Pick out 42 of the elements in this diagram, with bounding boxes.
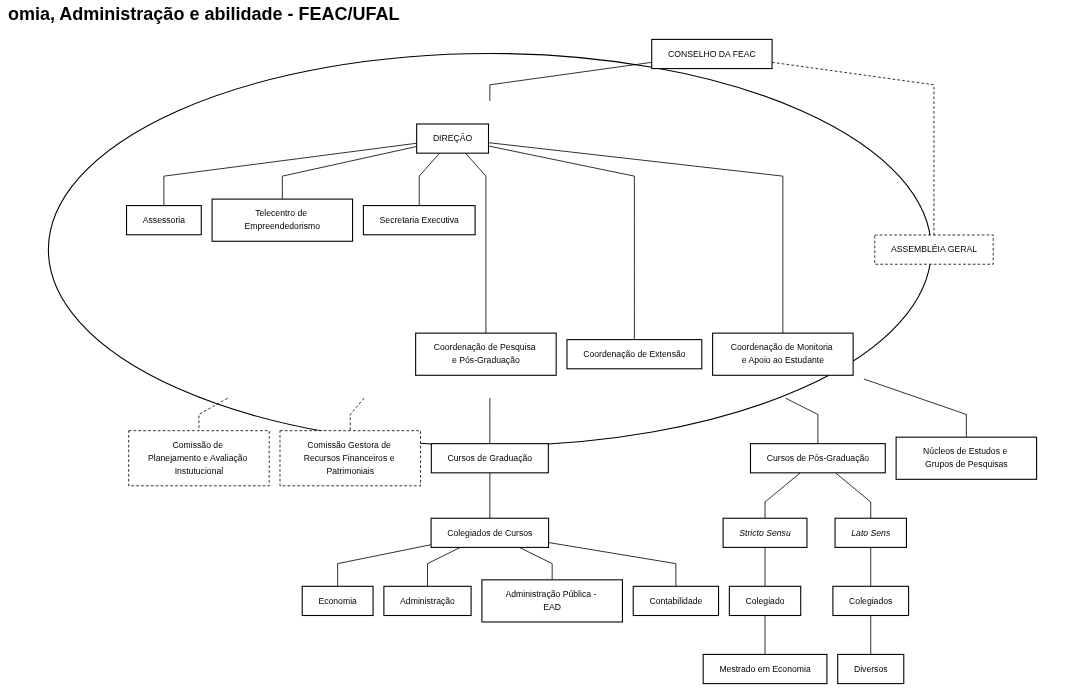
node-box: Assessoria: [126, 205, 202, 236]
diagram-title: omia, Administração e abilidade - FEAC/UFAL: [8, 4, 400, 25]
connector: [488, 145, 635, 340]
node-box: Administração: [383, 585, 472, 617]
connector: [863, 378, 967, 438]
node-box: Coordenação de Monitoria e Apoio ao Estudante: [712, 332, 854, 376]
node-box: Comissão de Planejamento e Avaliação Instutucional: [128, 430, 270, 487]
connector: [337, 544, 432, 587]
connector: [349, 397, 365, 432]
node-box: Coordenação de Extensão: [566, 339, 703, 370]
connector: [764, 615, 766, 655]
node-box: Diversos: [837, 653, 905, 685]
connector: [489, 397, 491, 445]
node-box: Contabilidade: [632, 585, 720, 617]
node-box: Comissão Gestora de Recursos Financeiros e Patrimoniais: [279, 430, 421, 487]
node-box: ASSEMBLÉIA GERAL: [874, 234, 994, 265]
connector: [764, 472, 801, 519]
connector: [764, 547, 766, 587]
node-box: Secretaria Executiva: [362, 205, 476, 236]
node-box: Economia: [301, 585, 374, 617]
node-box: Núcleos de Estudos e Grupos de Pesquisas: [895, 436, 1038, 480]
connector: [489, 472, 491, 519]
connector: [465, 152, 487, 334]
node-box: Cursos de Graduação: [430, 443, 549, 474]
node-box: Mestrado em Economia: [702, 653, 828, 685]
node-box: Cursos de Pós-Graduação: [749, 443, 886, 474]
node-box: Colegiado: [728, 585, 802, 617]
node-box: Colegiados de Cursos: [430, 517, 550, 548]
node-box: CONSELHO DA FEAC: [651, 38, 773, 70]
node-box: Coordenação de Pesquisa e Pós-Graduação: [415, 332, 557, 376]
node-box: DIREÇÃO: [416, 123, 490, 154]
node-box: Lato Sens: [834, 517, 907, 548]
connector: [488, 142, 784, 334]
connector: [870, 615, 872, 655]
connector: [418, 152, 441, 206]
node-box: Colegiados: [832, 585, 910, 617]
connector: [548, 542, 677, 587]
connector: [835, 472, 872, 519]
node-box: Telecentro de Empreendedorismo: [211, 198, 354, 242]
connector: [870, 547, 872, 587]
node-box: Stricto Sensu: [722, 517, 808, 548]
node-box: Administração Pública - EAD: [481, 579, 623, 623]
